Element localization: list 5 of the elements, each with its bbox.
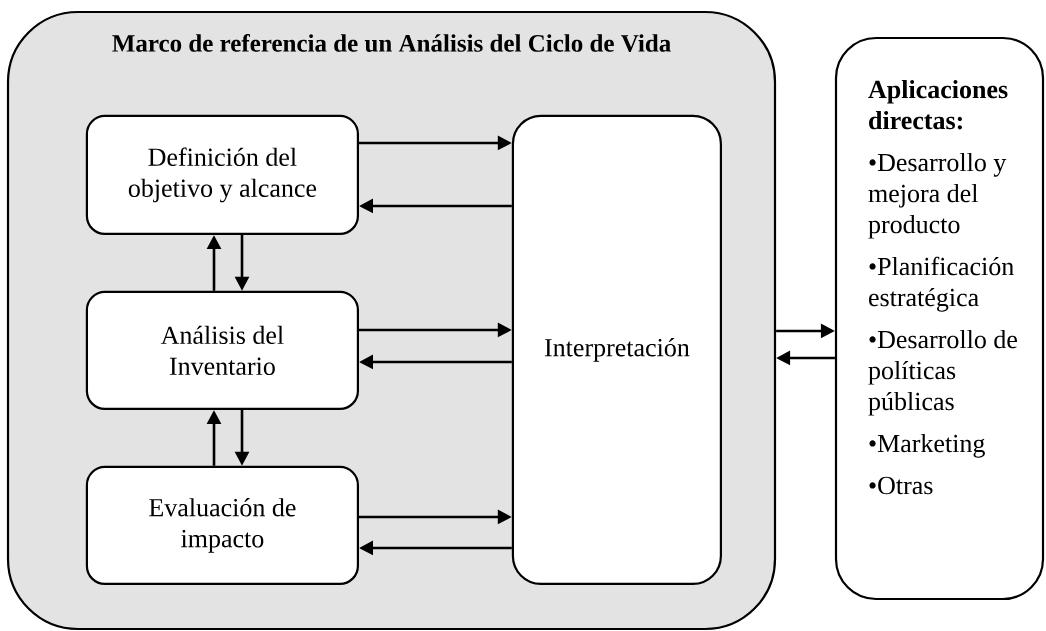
process-box: Definición del objetivo y alcance <box>85 114 359 235</box>
process-box: Interpretación <box>511 114 722 585</box>
applications-box: Aplicaciones directas: •Desarrollo y mejora del producto •Planificación estratégica •Desarrollo de políticas públicas •Marketing •Otras <box>834 36 1045 601</box>
process-box: Evaluación de impacto <box>85 465 359 585</box>
process-box: Análisis del Inventario <box>85 290 359 410</box>
